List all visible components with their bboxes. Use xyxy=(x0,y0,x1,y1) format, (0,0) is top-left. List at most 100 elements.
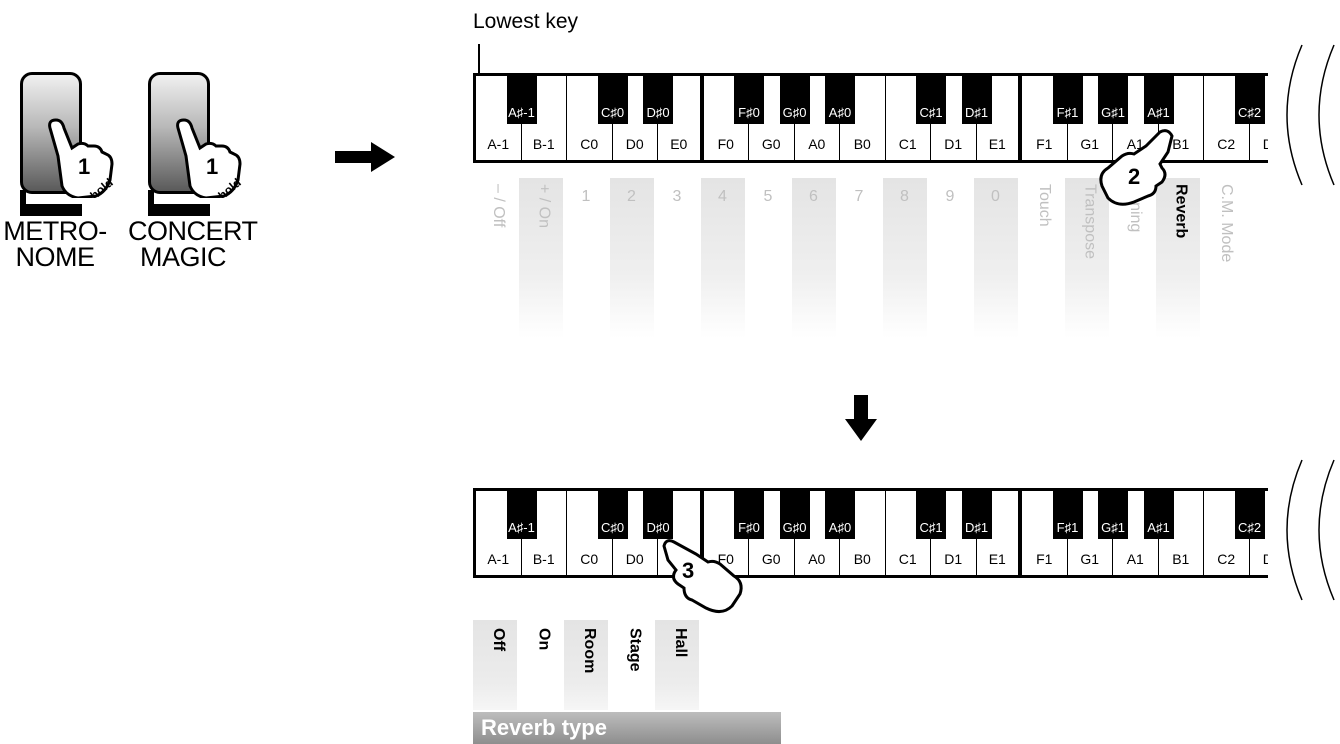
reverb-type-label: Reverb type xyxy=(481,715,607,741)
keyboard-bottom: A-1B-1C0D0E0F0G0A0B0C1D1E1F1G1A1B1C2D2EA… xyxy=(473,488,1268,578)
white-key-label: B-1 xyxy=(522,136,567,152)
white-key-label: C0 xyxy=(567,136,612,152)
function-text: 5 xyxy=(746,188,790,206)
function-key-label: 3 xyxy=(655,178,699,338)
white-key-label: D0 xyxy=(613,551,658,567)
white-key-label: B0 xyxy=(840,551,885,567)
black-key-label: D♯0 xyxy=(643,520,673,535)
reverb-type-bar: Reverb type xyxy=(473,712,781,744)
button-base xyxy=(20,204,82,216)
black-key[interactable]: F♯1 xyxy=(1053,491,1083,539)
black-key[interactable]: C♯2 xyxy=(1235,491,1265,539)
function-text: 7 xyxy=(837,188,881,206)
function-key-label: + / On xyxy=(519,178,563,338)
function-key-label: – / Off xyxy=(473,178,517,338)
white-key-label: A-1 xyxy=(476,551,521,567)
black-key[interactable]: G♯0 xyxy=(780,76,810,124)
white-key-label: E1 xyxy=(977,136,1019,152)
step-number: 1 xyxy=(78,154,90,179)
black-key[interactable]: C♯0 xyxy=(598,76,628,124)
black-key-label: A♯-1 xyxy=(507,520,537,535)
black-key[interactable]: C♯0 xyxy=(598,491,628,539)
black-key[interactable]: A♯1 xyxy=(1144,76,1174,124)
white-key-label: F0 xyxy=(704,136,749,152)
white-key-label: C1 xyxy=(886,551,931,567)
step-number: 1 xyxy=(206,154,218,179)
black-key[interactable]: G♯0 xyxy=(780,491,810,539)
black-key-label: A♯0 xyxy=(825,520,855,535)
black-key-label: C♯2 xyxy=(1235,520,1265,535)
black-key[interactable]: A♯-1 xyxy=(507,491,537,539)
function-key-label: 5 xyxy=(746,178,790,338)
function-key-label: C.M. Mode xyxy=(1201,178,1245,338)
reverb-option-text: Stage xyxy=(626,628,644,672)
function-text: 3 xyxy=(655,188,699,206)
black-key-label: A♯1 xyxy=(1144,105,1174,120)
function-text: – / Off xyxy=(489,184,507,227)
black-key[interactable]: C♯1 xyxy=(916,491,946,539)
black-key[interactable]: C♯2 xyxy=(1235,76,1265,124)
function-key-label: Touch xyxy=(1019,178,1063,338)
function-key-label: 2 xyxy=(610,178,654,338)
black-key-label: D♯0 xyxy=(643,105,673,120)
metronome-button[interactable]: 1 hold METRO-NOME xyxy=(10,72,100,272)
reverb-option: On xyxy=(519,620,563,710)
function-text: Transpose xyxy=(1081,184,1099,259)
white-key-label: D1 xyxy=(931,136,976,152)
black-key[interactable]: F♯1 xyxy=(1053,76,1083,124)
white-key-label: F1 xyxy=(1022,551,1067,567)
white-key-label: A0 xyxy=(795,136,840,152)
black-key[interactable]: D♯0 xyxy=(643,491,673,539)
function-key-label: 6 xyxy=(792,178,836,338)
arrow-right-icon xyxy=(335,142,395,172)
black-key[interactable]: A♯-1 xyxy=(507,76,537,124)
black-key-label: C♯1 xyxy=(916,520,946,535)
white-key-label: F1 xyxy=(1022,136,1067,152)
black-key[interactable]: A♯0 xyxy=(825,76,855,124)
function-text: Touch xyxy=(1035,184,1053,227)
reverb-option: Room xyxy=(564,620,608,710)
black-key-label: D♯1 xyxy=(962,520,992,535)
black-key[interactable]: D♯1 xyxy=(962,76,992,124)
function-key-label: 1 xyxy=(564,178,608,338)
black-key[interactable]: G♯1 xyxy=(1098,491,1128,539)
function-key-label: 4 xyxy=(701,178,745,338)
function-text: 0 xyxy=(974,188,1018,206)
white-key-label: B1 xyxy=(1159,551,1204,567)
reverb-option: Hall xyxy=(655,620,699,710)
white-key-label: E0 xyxy=(658,136,700,152)
reverb-option-text: On xyxy=(535,628,553,650)
black-key-label: F♯1 xyxy=(1053,520,1083,535)
button-base xyxy=(148,204,210,216)
black-key-label: A♯-1 xyxy=(507,105,537,120)
function-text: C.M. Mode xyxy=(1217,184,1235,262)
black-key[interactable]: F♯0 xyxy=(734,76,764,124)
white-key-label: A1 xyxy=(1113,551,1158,567)
step-number: 2 xyxy=(1128,164,1140,189)
black-key[interactable]: D♯0 xyxy=(643,76,673,124)
black-key-label: C♯0 xyxy=(598,520,628,535)
black-key[interactable]: F♯0 xyxy=(734,491,764,539)
black-key[interactable]: C♯1 xyxy=(916,76,946,124)
function-key-label: 0 xyxy=(974,178,1018,338)
black-key-label: D♯1 xyxy=(962,105,992,120)
lowest-key-label: Lowest key xyxy=(473,10,578,34)
black-key[interactable]: G♯1 xyxy=(1098,76,1128,124)
black-key[interactable]: A♯1 xyxy=(1144,491,1174,539)
black-key-label: C♯2 xyxy=(1235,105,1265,120)
white-key-label: B-1 xyxy=(522,551,567,567)
keyboard-break-icon xyxy=(1262,40,1340,190)
function-key-label: 8 xyxy=(883,178,927,338)
function-key-label: 7 xyxy=(837,178,881,338)
black-key[interactable]: D♯1 xyxy=(962,491,992,539)
white-key-label: D0 xyxy=(613,136,658,152)
white-key-label: G1 xyxy=(1068,551,1113,567)
black-key[interactable]: A♯0 xyxy=(825,491,855,539)
step-number: 3 xyxy=(682,558,694,583)
function-text: 8 xyxy=(883,188,927,206)
reverb-option: Stage xyxy=(610,620,654,710)
finger-hand-icon: 1 hold xyxy=(48,118,118,198)
black-key-label: F♯0 xyxy=(734,520,764,535)
